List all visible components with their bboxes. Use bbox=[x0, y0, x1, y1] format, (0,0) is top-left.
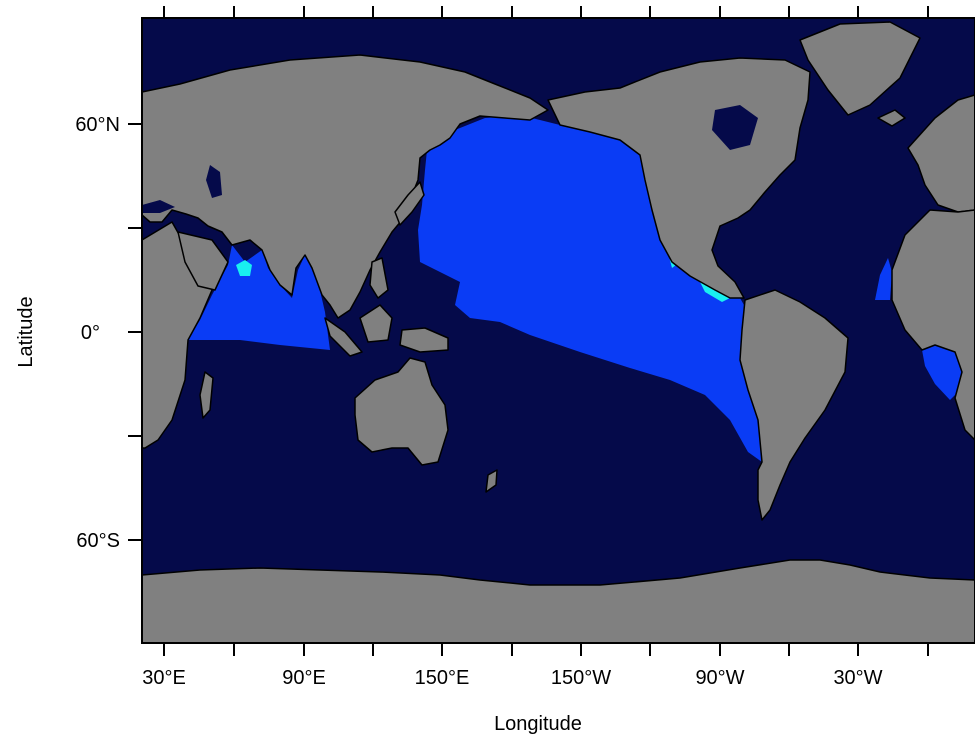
x-tick-label-90w: 90°W bbox=[695, 667, 744, 689]
central-america-highlight bbox=[700, 282, 730, 302]
land-australia bbox=[354, 357, 449, 466]
y-axis-title: Latitude bbox=[15, 296, 37, 367]
caspian-sea bbox=[206, 165, 222, 198]
x-ticks-top bbox=[163, 6, 929, 18]
land-eurasia bbox=[142, 54, 549, 319]
x-tick-label-150e: 150°E bbox=[415, 667, 470, 689]
x-ticks-bottom bbox=[163, 643, 929, 656]
x-tick-label-30w: 30°W bbox=[833, 667, 882, 689]
x-tick-label-150w: 150°W bbox=[551, 667, 611, 689]
hudson-bay bbox=[712, 105, 758, 150]
plot-frame bbox=[141, 17, 975, 644]
land-sumatra bbox=[324, 317, 363, 357]
y-tick-label-60s: 60°S bbox=[76, 530, 120, 552]
atlantic-north-region bbox=[875, 258, 892, 300]
land-africa-west bbox=[891, 209, 975, 441]
arabian-sea-highlight bbox=[236, 260, 252, 276]
land-iceland bbox=[877, 109, 906, 127]
land-borneo bbox=[359, 304, 393, 343]
land-philippines bbox=[369, 257, 389, 299]
map-plot-area bbox=[142, 18, 975, 643]
land-arabia bbox=[177, 231, 229, 291]
x-tick-label-90e: 90°E bbox=[282, 667, 326, 689]
land-new-zealand bbox=[485, 469, 498, 493]
land-madagascar bbox=[199, 371, 214, 419]
y-tick-label-60n: 60°N bbox=[75, 114, 120, 136]
y-tick-label-0: 0° bbox=[81, 322, 100, 344]
land-antarctica bbox=[142, 559, 975, 643]
atlantic-south-region bbox=[922, 345, 962, 400]
mediterranean-sea bbox=[142, 200, 175, 213]
land-new-guinea bbox=[399, 327, 449, 353]
x-axis-title: Longitude bbox=[494, 713, 582, 735]
y-ticks-left bbox=[128, 123, 142, 541]
x-tick-label-30e: 30°E bbox=[142, 667, 186, 689]
land-masses bbox=[142, 21, 975, 643]
pacific-region bbox=[418, 115, 762, 462]
land-south-america bbox=[739, 289, 849, 521]
indian-ocean-region bbox=[188, 245, 330, 350]
land-japan bbox=[394, 181, 425, 226]
land-greenland bbox=[799, 21, 921, 116]
